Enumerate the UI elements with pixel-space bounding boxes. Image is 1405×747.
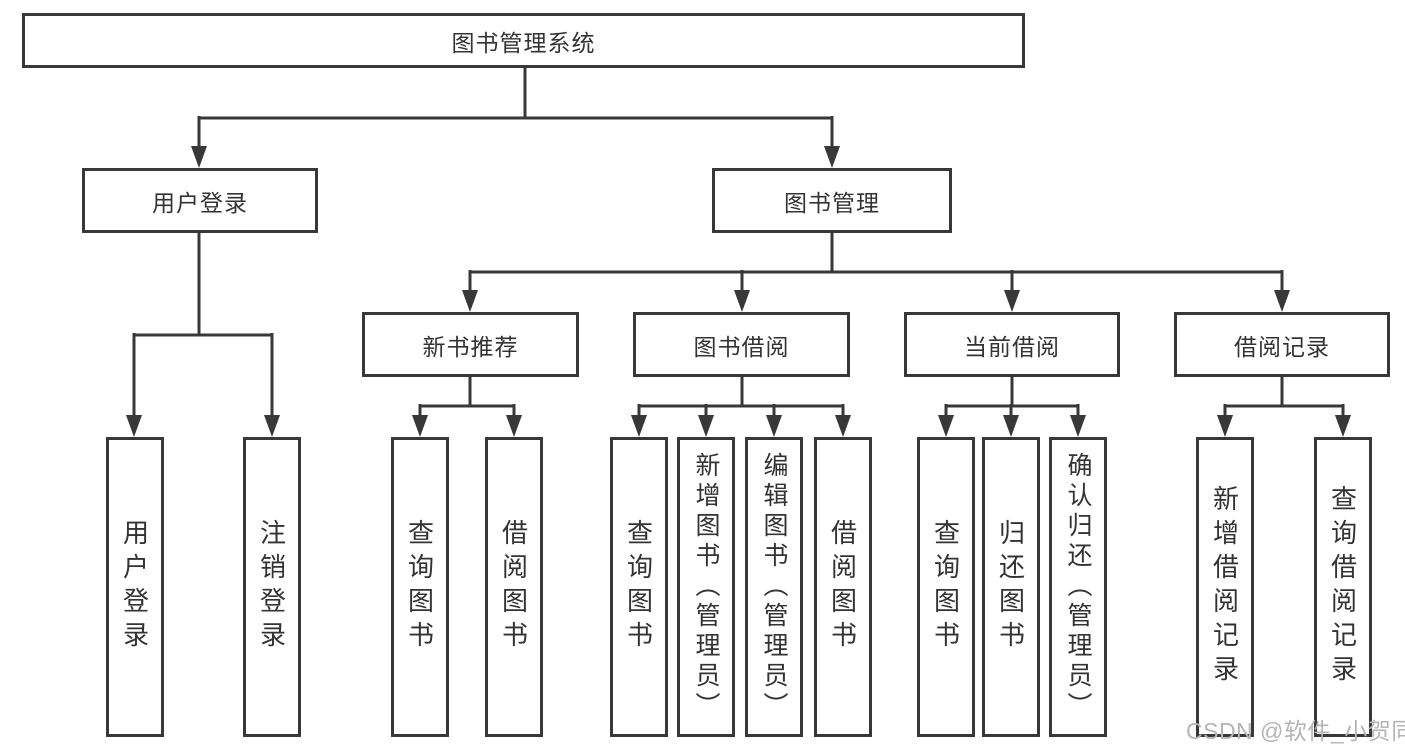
arrow-down-icon bbox=[938, 415, 1086, 437]
arrow-down-icon bbox=[191, 146, 840, 168]
node-leaf-add-borrow-record: 新增借阅记录 bbox=[1196, 437, 1254, 737]
node-current-borrow: 当前借阅 bbox=[904, 312, 1120, 377]
node-book-management: 图书管理 bbox=[712, 168, 952, 233]
arrow-down-icon bbox=[631, 415, 851, 437]
connector-root-to-level2 bbox=[191, 66, 840, 168]
node-borrow-records: 借阅记录 bbox=[1174, 312, 1390, 377]
node-leaf-edit-book-admin: 编辑图书（管理员） bbox=[745, 437, 803, 737]
node-book-borrow: 图书借阅 bbox=[633, 312, 850, 377]
connector-new-book-recommend-children bbox=[412, 376, 522, 437]
node-leaf-add-book-admin: 新增图书（管理员） bbox=[677, 437, 735, 737]
connector-book-borrow-children bbox=[631, 376, 851, 437]
node-new-book-recommend: 新书推荐 bbox=[362, 312, 579, 377]
node-leaf-query-books-recommend: 查询图书 bbox=[391, 437, 449, 737]
arrow-down-icon bbox=[462, 290, 1290, 312]
connector-book-management-children bbox=[462, 232, 1290, 312]
node-leaf-query-books-borrow: 查询图书 bbox=[610, 437, 668, 737]
arrow-down-icon bbox=[126, 415, 280, 437]
node-user-login: 用户登录 bbox=[82, 168, 318, 233]
node-leaf-confirm-return-admin: 确认归还（管理员） bbox=[1049, 437, 1107, 737]
arrow-down-icon bbox=[412, 415, 522, 437]
csdn-watermark: CSDN @软件_小贺同学 bbox=[1186, 718, 1405, 744]
node-leaf-borrow-books: 借阅图书 bbox=[814, 437, 872, 737]
node-leaf-borrow-books-recommend: 借阅图书 bbox=[485, 437, 543, 737]
node-leaf-query-borrow-record: 查询借阅记录 bbox=[1314, 437, 1372, 737]
connector-borrow-records-children bbox=[1217, 376, 1351, 437]
node-leaf-logout: 注销登录 bbox=[243, 437, 301, 737]
connector-current-borrow-children bbox=[938, 376, 1086, 437]
arrow-down-icon bbox=[1217, 415, 1351, 437]
node-leaf-return-book: 归还图书 bbox=[982, 437, 1040, 737]
node-library-management-system: 图书管理系统 bbox=[22, 13, 1025, 68]
connector-user-login-children bbox=[126, 232, 280, 437]
node-leaf-query-books-current: 查询图书 bbox=[917, 437, 975, 737]
node-leaf-user-login: 用户登录 bbox=[106, 437, 164, 737]
